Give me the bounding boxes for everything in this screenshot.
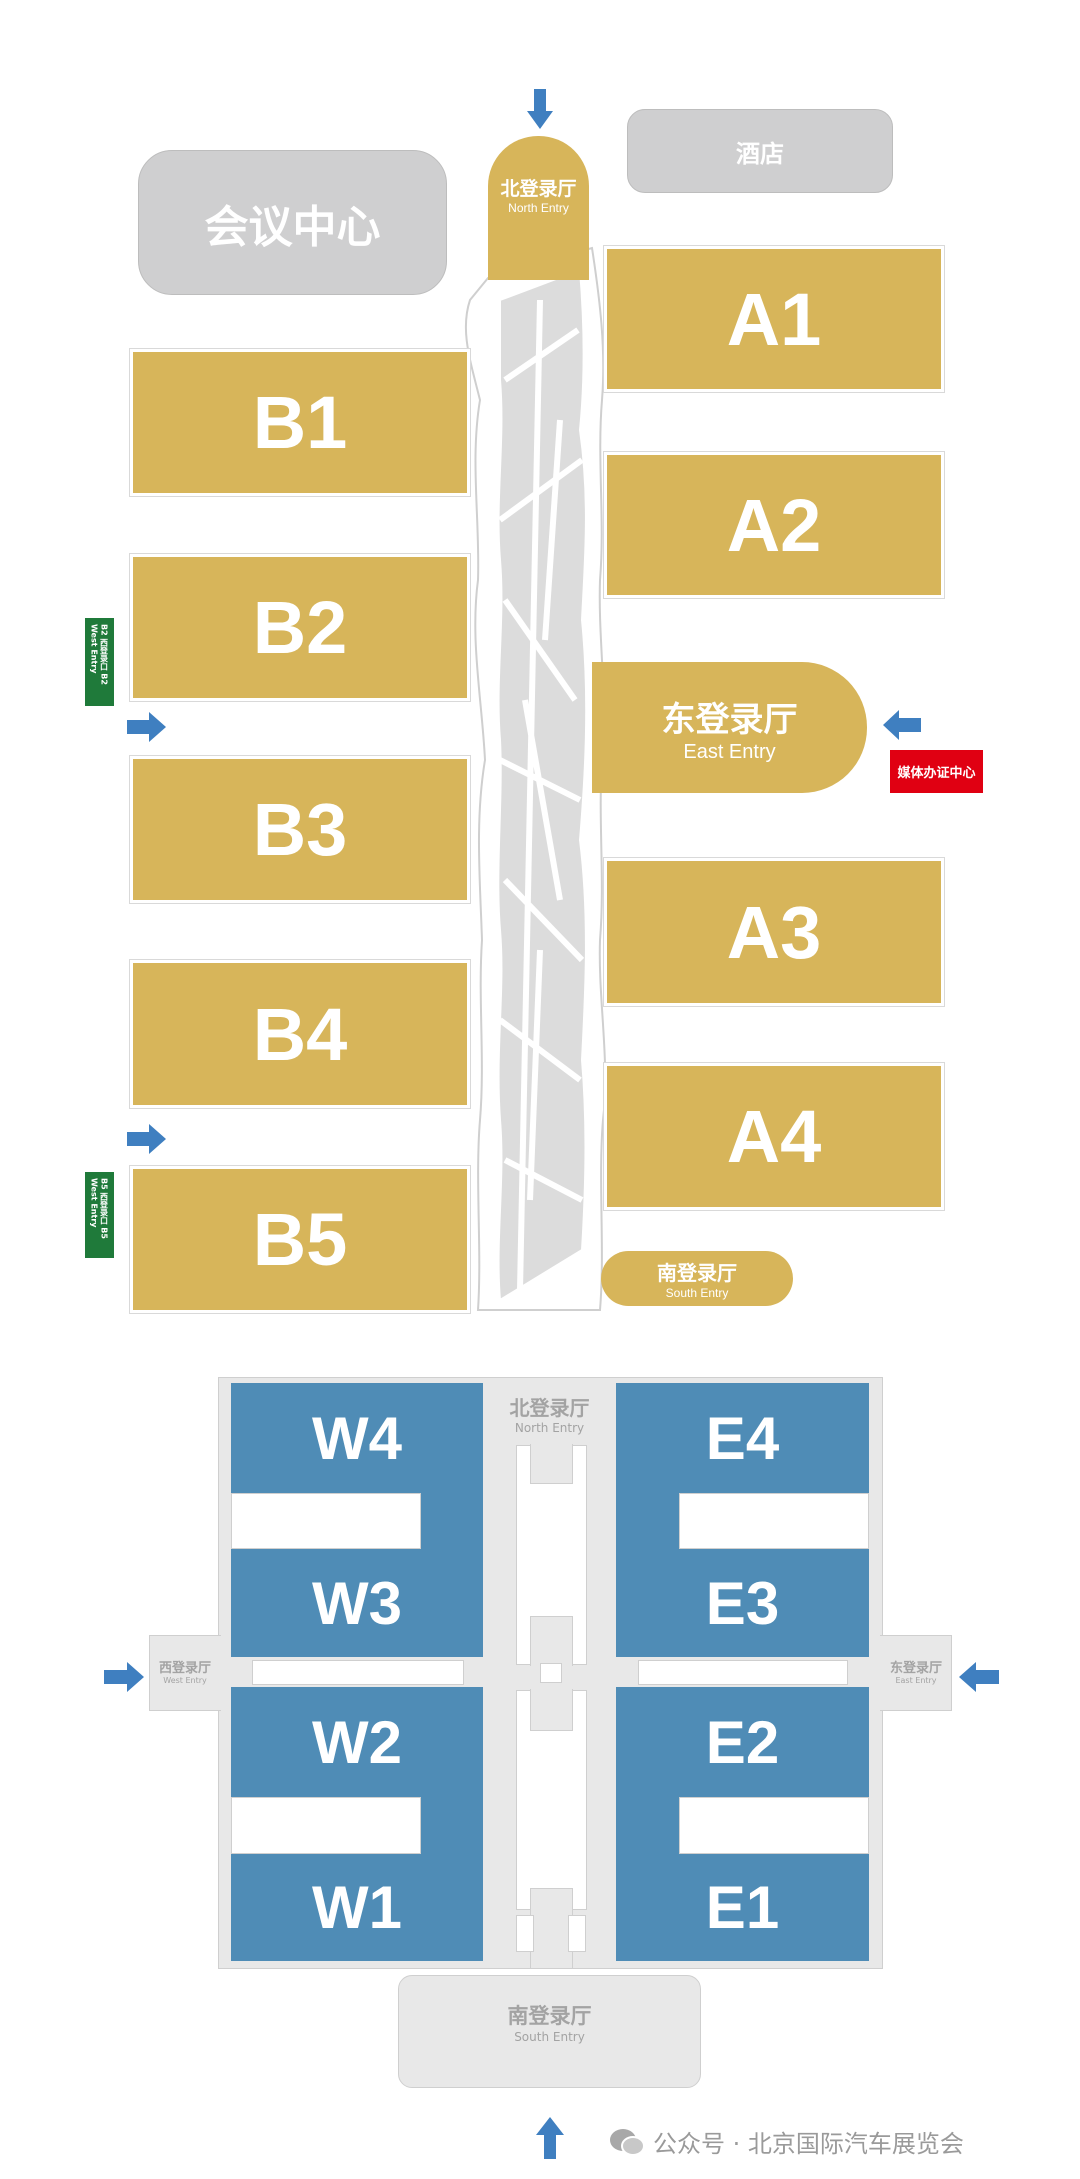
south-entry-building xyxy=(398,1975,701,2088)
hall-a3-label: A3 xyxy=(726,890,822,974)
hall-w2: W2 xyxy=(231,1687,483,1797)
wechat-icon xyxy=(610,2128,645,2156)
hall-e2-e1-connector xyxy=(616,1795,679,1857)
arrow-right-icon xyxy=(104,1662,144,1692)
west-entry-bottom: 西登录厅 West Entry xyxy=(149,1657,221,1685)
north-entry-bottom-en: North Entry xyxy=(514,1421,585,1435)
east-entry-en: East Entry xyxy=(683,740,776,763)
hall-w3-label: W3 xyxy=(312,1569,402,1637)
east-entry-zh: 东登录厅 xyxy=(661,699,798,740)
hall-w2-w1-connector xyxy=(421,1795,483,1857)
hall-e2-label: E2 xyxy=(705,1708,780,1776)
west-entry-building xyxy=(149,1635,221,1711)
hall-b3: B3 xyxy=(129,755,471,904)
hall-b3-label: B3 xyxy=(252,788,348,871)
arrow-left-icon xyxy=(883,710,921,740)
watermark-text: 公众号 · 北京国际汽车展览会 xyxy=(653,2130,964,2158)
media-center-label: 媒体办证中心 xyxy=(897,766,976,781)
hall-a2: A2 xyxy=(603,451,945,599)
hall-b1-label: B1 xyxy=(252,381,348,464)
hall-a4-label: A4 xyxy=(726,1095,822,1178)
b2-west-entry-label: B2 西登录口 B2 West Entry xyxy=(89,624,109,685)
hall-w2-label: W2 xyxy=(312,1708,402,1776)
east-entry-building xyxy=(880,1635,952,1711)
south-entry-zh: 南登录厅 xyxy=(657,1261,737,1285)
arrow-left-icon xyxy=(959,1662,999,1692)
courtyard xyxy=(231,1493,421,1549)
b2-west-entry-sign: B2 西登录口 B2 West Entry xyxy=(85,618,114,706)
hall-w1-label: W1 xyxy=(312,1874,402,1941)
hall-a4: A4 xyxy=(603,1062,945,1211)
hotel: 酒店 xyxy=(627,109,893,193)
b5-west-entry-label: B5 西登录口 B5 West Entry xyxy=(89,1178,109,1239)
hall-a2-label: A2 xyxy=(726,483,822,567)
south-entry-bottom-en: South Entry xyxy=(514,2030,585,2044)
hotel-label: 酒店 xyxy=(736,139,784,168)
south-entry-en: South Entry xyxy=(665,1286,729,1300)
arrow-right-icon xyxy=(127,1124,166,1154)
media-center-badge: 媒体办证中心 xyxy=(890,750,983,793)
courtyard xyxy=(231,1797,421,1854)
spine-block xyxy=(530,1689,573,1731)
north-entry-bottom-zh: 北登录厅 xyxy=(509,1396,590,1420)
east-entry-bottom: 东登录厅 East Entry xyxy=(880,1657,952,1685)
hall-e4: E4 xyxy=(616,1383,869,1493)
hall-e4-e3-connector xyxy=(616,1490,679,1552)
hall-w4: W4 xyxy=(231,1383,483,1493)
hall-e3-label: E3 xyxy=(705,1569,780,1637)
courtyard xyxy=(679,1797,869,1854)
hall-b2-label: B2 xyxy=(252,586,348,669)
hall-b1: B1 xyxy=(129,348,471,497)
hall-w1: W1 xyxy=(231,1854,483,1961)
hall-w3: W3 xyxy=(231,1549,483,1657)
hall-w4-label: W4 xyxy=(312,1404,402,1472)
corridor-gap xyxy=(638,1660,848,1685)
hall-e1-label: E1 xyxy=(705,1874,780,1941)
spine-block xyxy=(530,1888,573,1968)
conference-center: 会议中心 xyxy=(138,150,447,295)
hall-e4-label: E4 xyxy=(705,1404,780,1472)
south-entry-bottom-zh: 南登录厅 xyxy=(507,2004,592,2028)
south-entry-hall: 南登录厅 South Entry xyxy=(601,1251,793,1306)
hall-b4-label: B4 xyxy=(252,992,348,1076)
spine-block xyxy=(530,1616,573,1666)
spine-window xyxy=(568,1915,586,1952)
hall-b4: B4 xyxy=(129,959,471,1109)
corridor-gap xyxy=(252,1660,464,1685)
hall-e2: E2 xyxy=(616,1687,869,1797)
west-entry-zh: 西登录厅 xyxy=(158,1661,211,1676)
hall-e1: E1 xyxy=(616,1854,869,1961)
west-entry-en: West Entry xyxy=(163,1676,207,1685)
watermark: 公众号 · 北京国际汽车展览会 xyxy=(609,2124,964,2159)
north-entry-zh: 北登录厅 xyxy=(500,178,577,200)
spine-window xyxy=(516,1915,534,1952)
hall-a1-label: A1 xyxy=(726,277,822,361)
north-entry-bottom: 北登录厅 North Entry xyxy=(483,1392,616,1435)
north-entry-en: North Entry xyxy=(508,201,569,215)
hall-e3: E3 xyxy=(616,1549,869,1657)
hall-a1: A1 xyxy=(603,245,945,393)
hall-w4-w3-connector xyxy=(421,1490,483,1552)
north-entry-hall: 北登录厅 North Entry xyxy=(488,136,589,280)
east-entry-bottom-zh: 东登录厅 xyxy=(889,1661,942,1676)
arrow-up-icon xyxy=(536,2117,564,2159)
hall-b5-label: B5 xyxy=(252,1198,348,1281)
east-entry-bottom-en: East Entry xyxy=(895,1676,937,1685)
hall-a3: A3 xyxy=(603,857,945,1007)
spine-block xyxy=(530,1444,573,1484)
central-walkway xyxy=(464,246,607,1311)
courtyard xyxy=(679,1493,869,1549)
arrow-right-icon xyxy=(127,712,166,742)
hall-b2: B2 xyxy=(129,553,471,702)
b5-west-entry-sign: B5 西登录口 B5 West Entry xyxy=(85,1172,114,1258)
spine-center-square xyxy=(540,1663,562,1683)
east-entry-hall: 东登录厅 East Entry xyxy=(592,662,867,793)
south-entry-bottom: 南登录厅 South Entry xyxy=(398,2000,701,2044)
arrow-down-icon xyxy=(527,89,553,129)
hall-b5: B5 xyxy=(129,1165,471,1314)
conference-center-label: 会议中心 xyxy=(204,201,381,253)
